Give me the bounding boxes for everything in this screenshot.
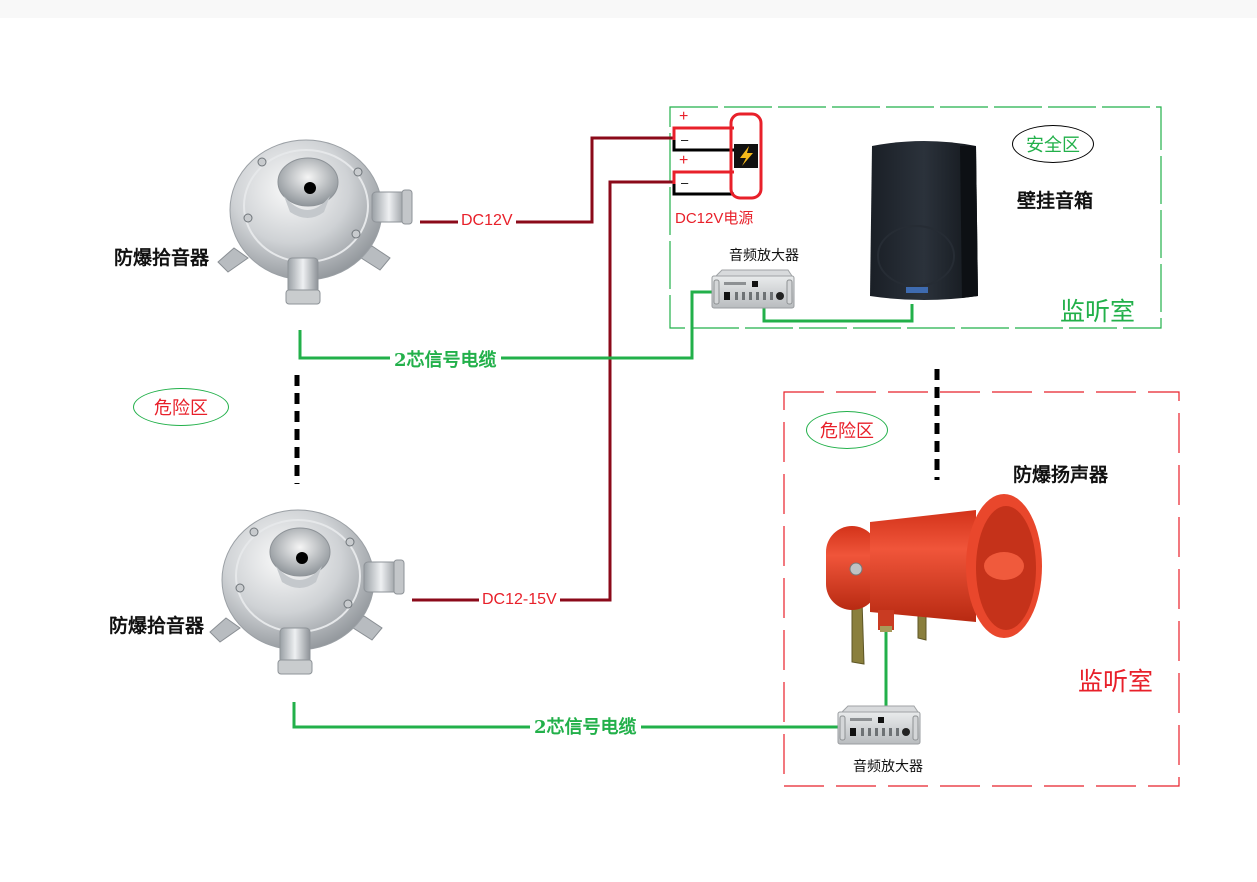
hazard-room-label: 监听室 [1078, 667, 1154, 696]
audio-amplifier-hazard [837, 705, 921, 745]
cable-label-2: 2芯信号电缆 [530, 713, 641, 739]
safe-room-boundary [669, 106, 1162, 329]
power-wire-1 [420, 136, 673, 224]
amplifier-safe-label: 音频放大器 [729, 248, 799, 264]
power-label-1: DC12V [458, 212, 516, 230]
psu-label: DC12V电源 [675, 210, 754, 227]
power-wire-2 [412, 180, 673, 602]
explosion-proof-pickup-1 [217, 139, 413, 305]
psu-minus-2: – [681, 175, 689, 190]
pickup-1-label: 防爆拾音器 [114, 247, 210, 269]
top-bar [0, 0, 1257, 18]
psu-minus-1: – [681, 132, 689, 147]
zone-label-hazard-left: 危险区 [133, 388, 229, 426]
explosion-proof-pickup-2 [209, 509, 405, 675]
power-label-2: DC12-15V [479, 591, 560, 609]
psu-plus-2: + [679, 152, 689, 169]
amplifier-hazard-label: 音频放大器 [853, 759, 923, 775]
signal-wire-amp-speaker [762, 304, 914, 323]
signal-wire-2 [292, 702, 838, 729]
safe-room-label: 监听室 [1060, 297, 1136, 326]
cable-label-1: 2芯信号电缆 [390, 346, 501, 372]
psu-plus-1: + [679, 108, 689, 125]
zone-text: 安全区 [1026, 135, 1080, 156]
pickup-2-label: 防爆拾音器 [109, 615, 205, 637]
dc-power-supply [672, 112, 763, 200]
signal-wire-1 [298, 290, 712, 360]
wall-speaker [870, 141, 978, 300]
audio-amplifier-safe [711, 269, 795, 309]
zone-text: 危险区 [820, 421, 874, 442]
hazard-room-boundary [783, 391, 1180, 787]
explosion-proof-horn-speaker [826, 494, 1042, 665]
horn-speaker-label: 防爆扬声器 [1013, 464, 1109, 486]
zone-text: 危险区 [154, 398, 208, 419]
zone-label-hazard-right: 危险区 [806, 411, 888, 449]
wall-speaker-label: 壁挂音箱 [1017, 190, 1094, 212]
zone-label-safe: 安全区 [1012, 125, 1094, 163]
